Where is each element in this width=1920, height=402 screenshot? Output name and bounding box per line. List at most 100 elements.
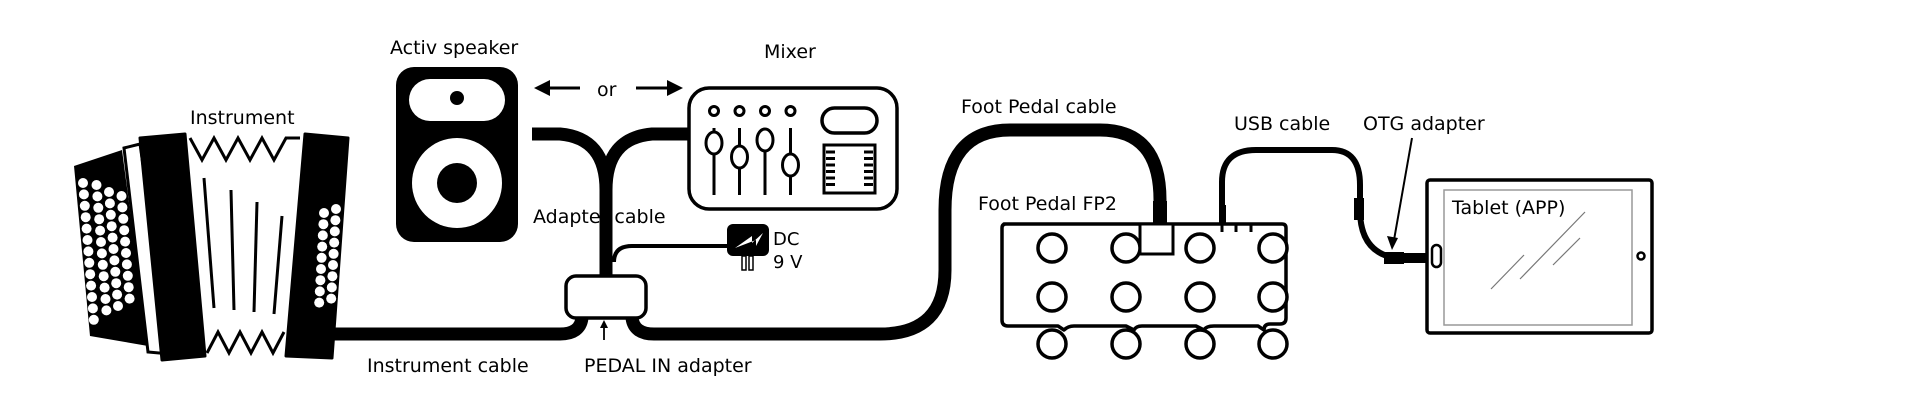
pedal-foot bbox=[1184, 328, 1216, 360]
pedal-switch bbox=[1036, 232, 1068, 264]
label-tablet-app: Tablet (APP) bbox=[1451, 197, 1565, 219]
mixer-fader-knob bbox=[730, 144, 749, 170]
label-or: or bbox=[597, 79, 617, 101]
bass-button bbox=[118, 213, 129, 224]
bass-button bbox=[80, 212, 91, 223]
bass-button bbox=[99, 282, 110, 293]
mixer-fader-knob bbox=[781, 152, 800, 178]
usb-otg-connector bbox=[1354, 137, 1426, 264]
bass-button bbox=[87, 303, 98, 314]
label-activ-speaker: Activ speaker bbox=[390, 37, 518, 59]
bass-button bbox=[112, 289, 123, 300]
bass-button bbox=[104, 198, 115, 209]
label-adapter-cable: Adapter cable bbox=[533, 206, 666, 228]
dc-cable bbox=[612, 244, 737, 263]
bass-button bbox=[111, 278, 122, 289]
treble-button bbox=[315, 275, 326, 286]
accordion-icon bbox=[74, 132, 350, 362]
bass-button bbox=[79, 200, 90, 211]
accordion-treble-buttons bbox=[314, 204, 341, 308]
bass-button bbox=[87, 292, 97, 302]
treble-button bbox=[326, 293, 337, 304]
treble-button bbox=[330, 215, 341, 226]
bass-button bbox=[92, 191, 103, 202]
bass-button bbox=[121, 248, 131, 258]
label-9v: 9 V bbox=[773, 252, 803, 273]
bass-button bbox=[100, 294, 111, 304]
bass-button bbox=[113, 301, 123, 311]
bass-button bbox=[106, 221, 117, 232]
bass-button bbox=[108, 244, 119, 254]
treble-button bbox=[316, 264, 326, 274]
instrument-cable bbox=[330, 316, 589, 341]
power-plug-icon bbox=[727, 224, 769, 271]
label-pedal-in-adapter: PEDAL IN adapter bbox=[584, 355, 752, 377]
bass-button bbox=[109, 255, 120, 266]
treble-button bbox=[327, 271, 338, 282]
treble-button bbox=[326, 282, 337, 293]
treble-button bbox=[317, 241, 328, 252]
mixer-icon bbox=[687, 86, 899, 211]
mixer-knob bbox=[759, 105, 771, 117]
pedal-foot bbox=[1110, 328, 1142, 360]
accordion-bass-buttons bbox=[78, 178, 135, 325]
bass-button bbox=[78, 178, 88, 188]
bass-button bbox=[124, 293, 135, 304]
bass-button bbox=[96, 237, 106, 247]
foot-pedal-cable bbox=[625, 123, 1167, 341]
adapter-box-icon bbox=[564, 274, 648, 340]
bass-button bbox=[107, 232, 118, 243]
treble-button bbox=[319, 208, 329, 218]
usb-cable bbox=[1219, 147, 1396, 261]
bass-button bbox=[83, 246, 94, 257]
pedal-switch bbox=[1110, 232, 1142, 264]
label-instrument: Instrument bbox=[190, 107, 295, 129]
bass-button bbox=[93, 202, 104, 213]
treble-button bbox=[314, 297, 325, 308]
bass-button bbox=[105, 209, 116, 220]
pedal-switch bbox=[1110, 281, 1142, 313]
pedal-switch bbox=[1036, 281, 1068, 313]
cables bbox=[330, 123, 1396, 341]
treble-button bbox=[318, 219, 329, 230]
pedal-foot bbox=[1257, 328, 1289, 360]
bass-button bbox=[97, 259, 108, 270]
adapter-cable-mixer-branch bbox=[599, 127, 695, 191]
label-instrument-cable: Instrument cable bbox=[367, 355, 529, 377]
bass-button bbox=[122, 270, 133, 281]
bass-button bbox=[85, 269, 96, 280]
label-foot-pedal-fp2: Foot Pedal FP2 bbox=[978, 193, 1117, 215]
bass-button bbox=[110, 266, 121, 277]
mixer-fader-knob bbox=[704, 130, 724, 156]
mixer-knob bbox=[784, 105, 797, 117]
speaker-icon bbox=[396, 67, 518, 242]
label-usb-cable: USB cable bbox=[1234, 113, 1330, 135]
bass-button bbox=[104, 187, 114, 197]
mixer-knob bbox=[708, 105, 720, 117]
bass-button bbox=[94, 214, 105, 225]
bass-button bbox=[101, 305, 112, 316]
treble-button bbox=[329, 237, 340, 248]
bass-button bbox=[78, 189, 89, 200]
bass-button bbox=[91, 180, 102, 190]
adapter-cable-speaker-branch bbox=[532, 127, 613, 191]
label-foot-pedal-cable: Foot Pedal cable bbox=[961, 96, 1117, 118]
treble-button bbox=[317, 230, 328, 241]
or-arrows: or bbox=[534, 79, 683, 101]
foot-pedal-icon bbox=[1000, 201, 1289, 360]
label-mixer: Mixer bbox=[764, 41, 816, 63]
bass-button bbox=[121, 259, 132, 270]
bass-button bbox=[117, 202, 128, 213]
bass-button bbox=[82, 235, 93, 245]
mixer-knob bbox=[733, 105, 746, 117]
pedal-switch bbox=[1184, 232, 1216, 264]
treble-button bbox=[328, 248, 339, 259]
bass-button bbox=[123, 282, 134, 293]
bass-button bbox=[88, 314, 99, 325]
treble-button bbox=[316, 252, 327, 263]
tablet-icon bbox=[1425, 178, 1654, 335]
treble-button bbox=[329, 226, 340, 237]
bass-button bbox=[86, 280, 97, 291]
bass-button bbox=[120, 236, 131, 247]
